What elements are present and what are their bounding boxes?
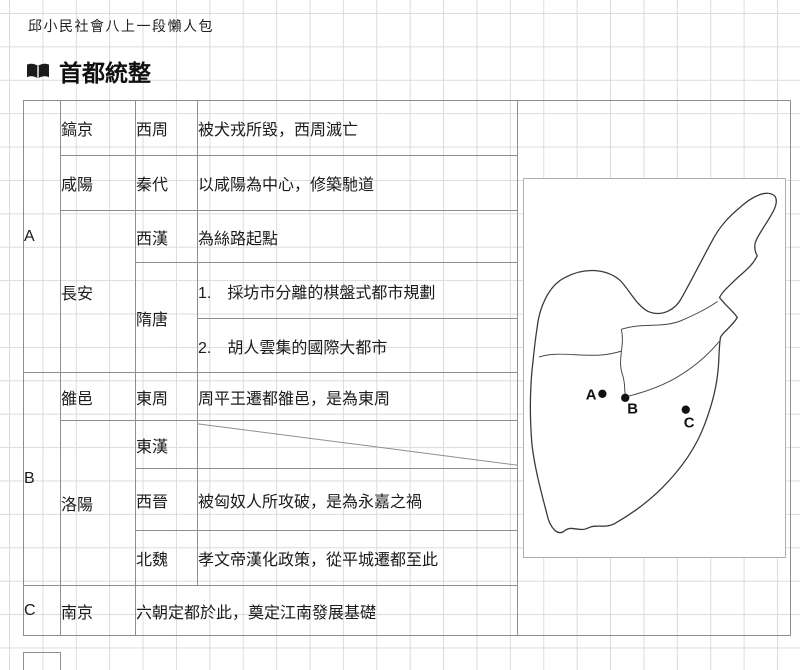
dynasty-cell: 北魏: [135, 530, 198, 586]
river-line-north: [620, 301, 718, 330]
river-line-vertical: [619, 329, 627, 397]
table-row: 洛陽 東漢: [24, 420, 791, 586]
table-row: 北魏 孝文帝漢化政策，從平城遷都至此: [24, 530, 791, 586]
map-cell: A B C: [517, 100, 791, 636]
diagonal-strike-line: [198, 423, 517, 466]
dynasty-cell: 秦代: [135, 155, 198, 211]
dynasty-cell: 西晉: [135, 468, 198, 531]
description-cell: 孝文帝漢化政策，從平城遷都至此: [197, 530, 518, 586]
section-title-text: 首都統整: [59, 60, 151, 86]
dynasty-cell: 西周: [135, 100, 198, 156]
next-table-left-border: [23, 652, 24, 670]
description-cell: 以咸陽為中心，修築馳道: [197, 155, 518, 211]
description-cell: 六朝定都於此，奠定江南發展基礎: [135, 585, 518, 636]
section-title: 首都統整: [26, 54, 151, 88]
river-line-east: [625, 340, 720, 398]
table-row: 長安 西漢 為絲路起點: [24, 210, 791, 373]
marker-label-b: B: [627, 402, 638, 418]
city-cell: 鎬京: [60, 100, 136, 156]
marker-label-a: A: [585, 388, 596, 404]
description-cell: 被犬戎所毀，西周滅亡: [197, 100, 518, 156]
open-book-icon: [26, 62, 50, 80]
marker-label-c: C: [683, 416, 694, 432]
table-row: C 南京 六朝定都於此，奠定江南發展基礎: [23, 585, 791, 636]
dynasty-cell: 隋唐: [135, 262, 198, 373]
dynasty-cell: 東漢: [135, 420, 198, 469]
city-cell: 南京: [60, 585, 136, 636]
city-cell: 長安: [60, 210, 136, 373]
china-map-frame: A B C: [522, 178, 786, 558]
table-row: A 鎬京 西周 被犬戎所毀，西周滅亡 A B: [23, 100, 791, 636]
marker-dot-a: [597, 389, 607, 398]
dynasty-cell: 西漢: [135, 210, 198, 263]
group-label-c: C: [23, 585, 61, 636]
empty-description-cell: [197, 420, 518, 469]
group-label-a: A: [23, 100, 61, 373]
china-map: A B C: [529, 192, 777, 534]
marker-dot-b: [620, 393, 629, 402]
city-cell: 咸陽: [60, 155, 136, 211]
description-cell: 被匈奴人所攻破，是為永嘉之禍: [197, 468, 518, 531]
description-cell: 1. 採坊市分離的棋盤式都市規劃: [197, 262, 518, 319]
description-cell: 為絲路起點: [197, 210, 518, 263]
document-header-text: 邱小民社會八上一段懶人包: [28, 18, 214, 34]
marker-dot-c: [681, 405, 690, 414]
table-row: 西晉 被匈奴人所攻破，是為永嘉之禍: [24, 468, 791, 531]
table-row: 隋唐 1. 採坊市分離的棋盤式都市規劃: [24, 262, 791, 373]
description-cell: 周平王遷都雒邑，是為東周: [197, 372, 518, 421]
table-row: B 雒邑 東周 周平王遷都雒邑，是為東周: [23, 372, 791, 586]
table-row: 咸陽 秦代 以咸陽為中心，修築馳道: [24, 155, 791, 211]
capitals-table: A 鎬京 西周 被犬戎所毀，西周滅亡 A B: [23, 100, 791, 636]
dynasty-cell: 東周: [135, 372, 198, 421]
city-cell: 雒邑: [60, 372, 136, 421]
next-table-top-border: [23, 652, 61, 653]
next-table-column-border: [60, 652, 61, 670]
group-label-b: B: [23, 372, 61, 586]
city-cell: 洛陽: [60, 420, 136, 586]
description-cell: 2. 胡人雲集的國際大都市: [197, 318, 518, 373]
river-line-west: [538, 350, 621, 358]
china-outline: [529, 192, 777, 534]
